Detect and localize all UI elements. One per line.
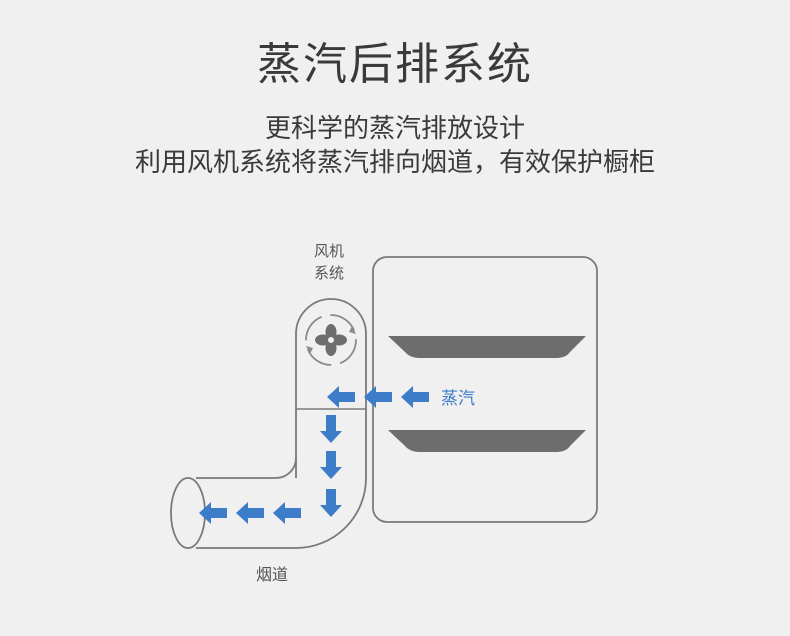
fan-duct-outline xyxy=(196,298,367,549)
exhaust-arrow-3 xyxy=(199,502,227,524)
upper-tray xyxy=(388,336,586,358)
down-arrow-3 xyxy=(320,489,342,517)
down-arrow-2 xyxy=(320,451,342,479)
subtitle-line-2: 利用风机系统将蒸汽排向烟道，有效保护橱柜 xyxy=(134,148,655,178)
fan-label-line-2: 系统 xyxy=(314,264,344,282)
exhaust-arrow-2 xyxy=(236,502,264,524)
fan-icon xyxy=(305,314,357,366)
steam-arrow-2 xyxy=(364,386,392,408)
exhaust-arrow-1 xyxy=(273,502,301,524)
down-arrow-1 xyxy=(320,415,342,443)
page-title: 蒸汽后排系统 xyxy=(257,39,533,90)
steam-arrow-1 xyxy=(401,386,429,408)
fan-label-line-1: 风机 xyxy=(314,242,344,260)
steam-arrow-3 xyxy=(327,386,355,408)
duct-label: 烟道 xyxy=(256,565,288,584)
subtitle-line-1: 更科学的蒸汽排放设计 xyxy=(264,114,525,144)
cabinet-box xyxy=(372,256,598,523)
duct-inner-elbow xyxy=(196,457,297,479)
lower-tray xyxy=(388,430,586,452)
steam-label: 蒸汽 xyxy=(441,389,475,409)
